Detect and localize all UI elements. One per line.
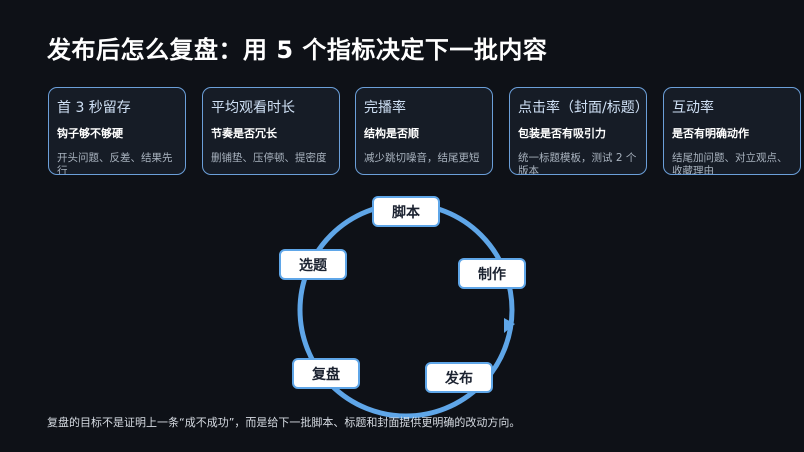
card-heading: 互动率 [672, 100, 714, 116]
footer-note: 复盘的目标不是证明上一条“成不成功”，而是给下一批脚本、标题和封面提供更明确的改… [47, 416, 521, 429]
card-detail: 结尾加问题、对立观点、收藏理由 [672, 152, 788, 175]
page-title: 发布后怎么复盘：用 5 个指标决定下一批内容 [47, 36, 548, 64]
metric-card: 完播率 结构是否顺 减少跳切噪音，结尾更短 [355, 87, 493, 175]
card-heading: 点击率（封面/标题） [518, 100, 647, 116]
card-subtitle: 结构是否顺 [364, 127, 419, 140]
metric-card: 平均观看时长 节奏是否冗长 删铺垫、压停顿、提密度 [202, 87, 340, 175]
card-detail: 统一标题模板，测试 2 个版本 [518, 152, 637, 175]
cycle-arrow-icon [504, 318, 515, 333]
cycle-node-production: 制作 [458, 258, 526, 289]
cycle-node-publish: 发布 [425, 362, 493, 393]
card-heading: 平均观看时长 [211, 100, 295, 116]
cycle-node-review: 复盘 [292, 358, 360, 389]
card-subtitle: 是否有明确动作 [672, 127, 749, 140]
card-subtitle: 节奏是否冗长 [211, 127, 277, 140]
card-detail: 删铺垫、压停顿、提密度 [211, 152, 327, 164]
card-heading: 首 3 秒留存 [57, 100, 131, 116]
metric-card: 点击率（封面/标题） 包装是否有吸引力 统一标题模板，测试 2 个版本 [509, 87, 647, 175]
metric-card: 互动率 是否有明确动作 结尾加问题、对立观点、收藏理由 [663, 87, 801, 175]
card-detail: 开头问题、反差、结果先行 [57, 152, 173, 175]
card-subtitle: 包装是否有吸引力 [518, 127, 606, 140]
metric-card: 首 3 秒留存 钩子够不够硬 开头问题、反差、结果先行 [48, 87, 186, 175]
card-heading: 完播率 [364, 100, 406, 116]
cycle-node-topic: 选题 [279, 249, 347, 280]
cycle-node-script: 脚本 [372, 196, 440, 227]
card-subtitle: 钩子够不够硬 [57, 127, 123, 140]
card-detail: 减少跳切噪音，结尾更短 [364, 152, 480, 164]
